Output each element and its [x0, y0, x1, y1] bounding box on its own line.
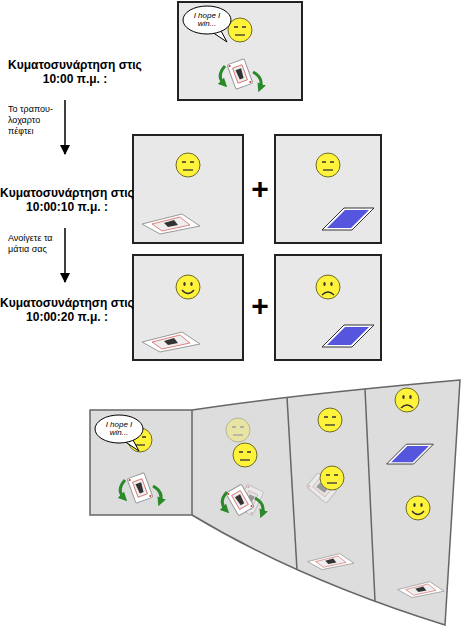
state-panel [178, 2, 302, 100]
step-label: Το τραπου- λοχαρτο πέφτει [8, 104, 64, 136]
bubble-text: I hope I win... [97, 421, 141, 438]
step-label: Ανοίγετε τα μάτια σας [8, 233, 64, 255]
neutral-face [233, 443, 257, 467]
card-face-up [142, 214, 200, 234]
speech-bubble: I hope I win... [182, 5, 232, 35]
falling-card [226, 484, 255, 516]
rotation-arrows [120, 480, 161, 502]
neutral-face [228, 18, 252, 42]
state-panel [133, 135, 243, 243]
sad-face [395, 388, 419, 412]
rotation-arrows [222, 492, 263, 514]
neutral-face [318, 408, 342, 432]
neutral-face [316, 153, 340, 177]
card-face-up [142, 332, 200, 352]
frame-divider [191, 410, 193, 515]
happy-face [406, 496, 430, 520]
card-face-down [322, 325, 374, 347]
bubble-shape [183, 6, 231, 34]
rotation-arrows [220, 66, 261, 88]
state-label: Κυματοσυνάρτηση στις 10:00 π.μ. : [0, 58, 150, 87]
state-panel [133, 255, 243, 360]
ghost-face [226, 418, 250, 442]
plus-sign: + [249, 288, 271, 324]
card-face-up [398, 582, 444, 598]
falling-card [227, 59, 253, 90]
state-panel [275, 135, 381, 243]
frame-divider [287, 397, 297, 570]
state-panel [275, 255, 381, 360]
sad-face [316, 275, 340, 299]
happy-face [176, 275, 200, 299]
state-label: Κυματοσυνάρτηση στις 10:00:20 π.μ. : [0, 296, 134, 325]
bubble-text: I hope I win... [185, 12, 229, 29]
state-label: Κυματοσυνάρτηση στις 10:00:10 π.μ. : [0, 186, 134, 215]
time-arrow [64, 228, 66, 282]
card-face-down [322, 208, 374, 230]
bubble-shape [95, 415, 143, 443]
speech-bubble: I hope I win... [94, 414, 144, 444]
time-arrow [64, 100, 66, 154]
falling-card [127, 473, 153, 504]
film-strip [90, 380, 460, 625]
neutral-face [320, 466, 344, 490]
card-face-up [308, 554, 354, 570]
neutral-face [176, 153, 200, 177]
frame-divider [365, 389, 375, 601]
card-face-down [387, 444, 434, 464]
plus-sign: + [249, 171, 271, 207]
